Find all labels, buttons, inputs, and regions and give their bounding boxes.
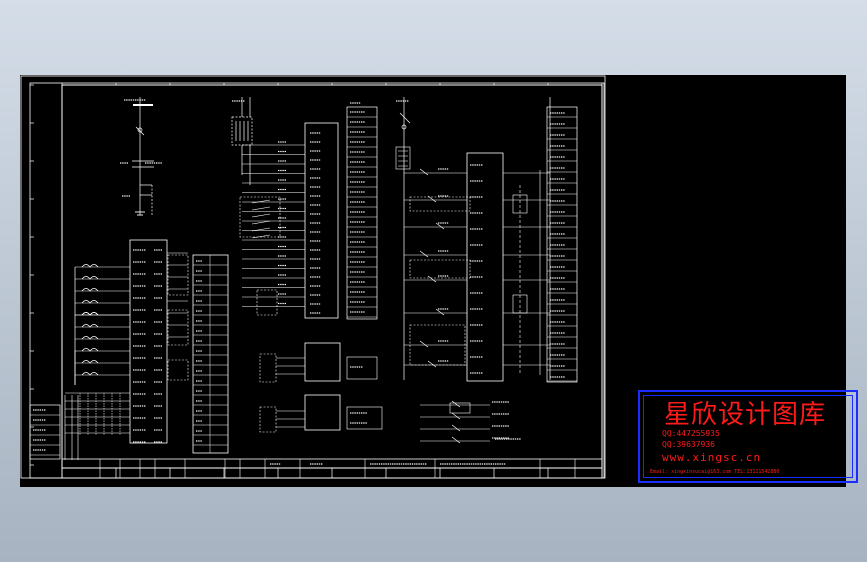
schematic-line bbox=[251, 227, 271, 232]
coil bbox=[512, 294, 528, 314]
ct-coil bbox=[81, 264, 99, 268]
ct-coil bbox=[81, 348, 99, 352]
watermark-url[interactable]: www.xingsc.cn bbox=[662, 451, 762, 464]
schematic-line bbox=[409, 196, 471, 212]
schematic-line bbox=[419, 168, 429, 176]
schematic-line bbox=[399, 112, 411, 124]
sheet-inner-frame bbox=[61, 84, 603, 469]
schematic-line bbox=[167, 254, 189, 296]
schematic-line bbox=[451, 424, 461, 432]
watermark-title: 星欣设计图库 bbox=[664, 400, 827, 430]
schematic-line bbox=[346, 406, 383, 430]
operating-box bbox=[466, 152, 504, 382]
ct-coil bbox=[81, 360, 99, 364]
schematic-line bbox=[435, 222, 445, 230]
schematic-line bbox=[427, 360, 437, 368]
schematic-line bbox=[259, 406, 277, 433]
fuse-block bbox=[395, 146, 411, 170]
schematic-line bbox=[346, 356, 378, 380]
schematic-line bbox=[251, 199, 271, 204]
schematic-line bbox=[451, 412, 461, 420]
schematic-drawing bbox=[20, 75, 606, 479]
terminal-strip bbox=[192, 254, 229, 454]
coil bbox=[512, 194, 528, 214]
ct-coil bbox=[81, 300, 99, 304]
legend-block-left bbox=[29, 404, 61, 460]
watermark-qq2: QQ:39637936 bbox=[662, 440, 715, 449]
schematic-line bbox=[251, 213, 271, 218]
ct-coil bbox=[81, 336, 99, 340]
breaker-contact bbox=[137, 127, 143, 133]
control-relay-box bbox=[304, 122, 339, 319]
small-relay-1 bbox=[304, 342, 341, 382]
schematic-line bbox=[409, 259, 471, 279]
protection-relay-box bbox=[129, 239, 168, 444]
schematic-line bbox=[135, 126, 145, 136]
watermark-contact: Email: xingxinsucai@163.com TEL:13111542… bbox=[650, 469, 780, 475]
ct-coil bbox=[81, 276, 99, 280]
schematic-line bbox=[435, 308, 445, 316]
schematic-line bbox=[251, 234, 271, 239]
schematic-line bbox=[259, 353, 277, 383]
ct-coil bbox=[81, 312, 99, 316]
schematic-line bbox=[401, 124, 407, 130]
ct-coil bbox=[81, 324, 99, 328]
title-block bbox=[61, 458, 603, 479]
ct-coil bbox=[81, 288, 99, 292]
schematic-line bbox=[409, 324, 466, 366]
schematic-line bbox=[449, 402, 471, 414]
schematic-line bbox=[451, 400, 461, 408]
schematic-line bbox=[427, 275, 437, 283]
cad-viewport[interactable]: 星欣设计图库 QQ:447255935 QQ:39637936 www.xing… bbox=[20, 75, 858, 487]
function-table bbox=[346, 106, 378, 320]
fuse-group bbox=[231, 116, 253, 146]
watermark-inner-border bbox=[643, 395, 853, 478]
watermark-box: 星欣设计图库 QQ:447255935 QQ:39637936 www.xing… bbox=[638, 390, 858, 483]
schematic-line bbox=[167, 359, 189, 381]
schematic-line bbox=[167, 309, 189, 346]
small-relay-2 bbox=[304, 394, 341, 431]
function-table-right bbox=[546, 106, 578, 383]
schematic-line bbox=[419, 340, 429, 348]
schematic-line bbox=[419, 250, 429, 258]
schematic-line bbox=[451, 436, 461, 444]
schematic-line bbox=[256, 289, 278, 316]
schematic-line bbox=[251, 206, 271, 211]
schematic-line bbox=[251, 220, 271, 225]
watermark-qq1: QQ:447255935 bbox=[662, 429, 720, 438]
aux-contact-group bbox=[239, 196, 281, 238]
ct-coil bbox=[81, 372, 99, 376]
